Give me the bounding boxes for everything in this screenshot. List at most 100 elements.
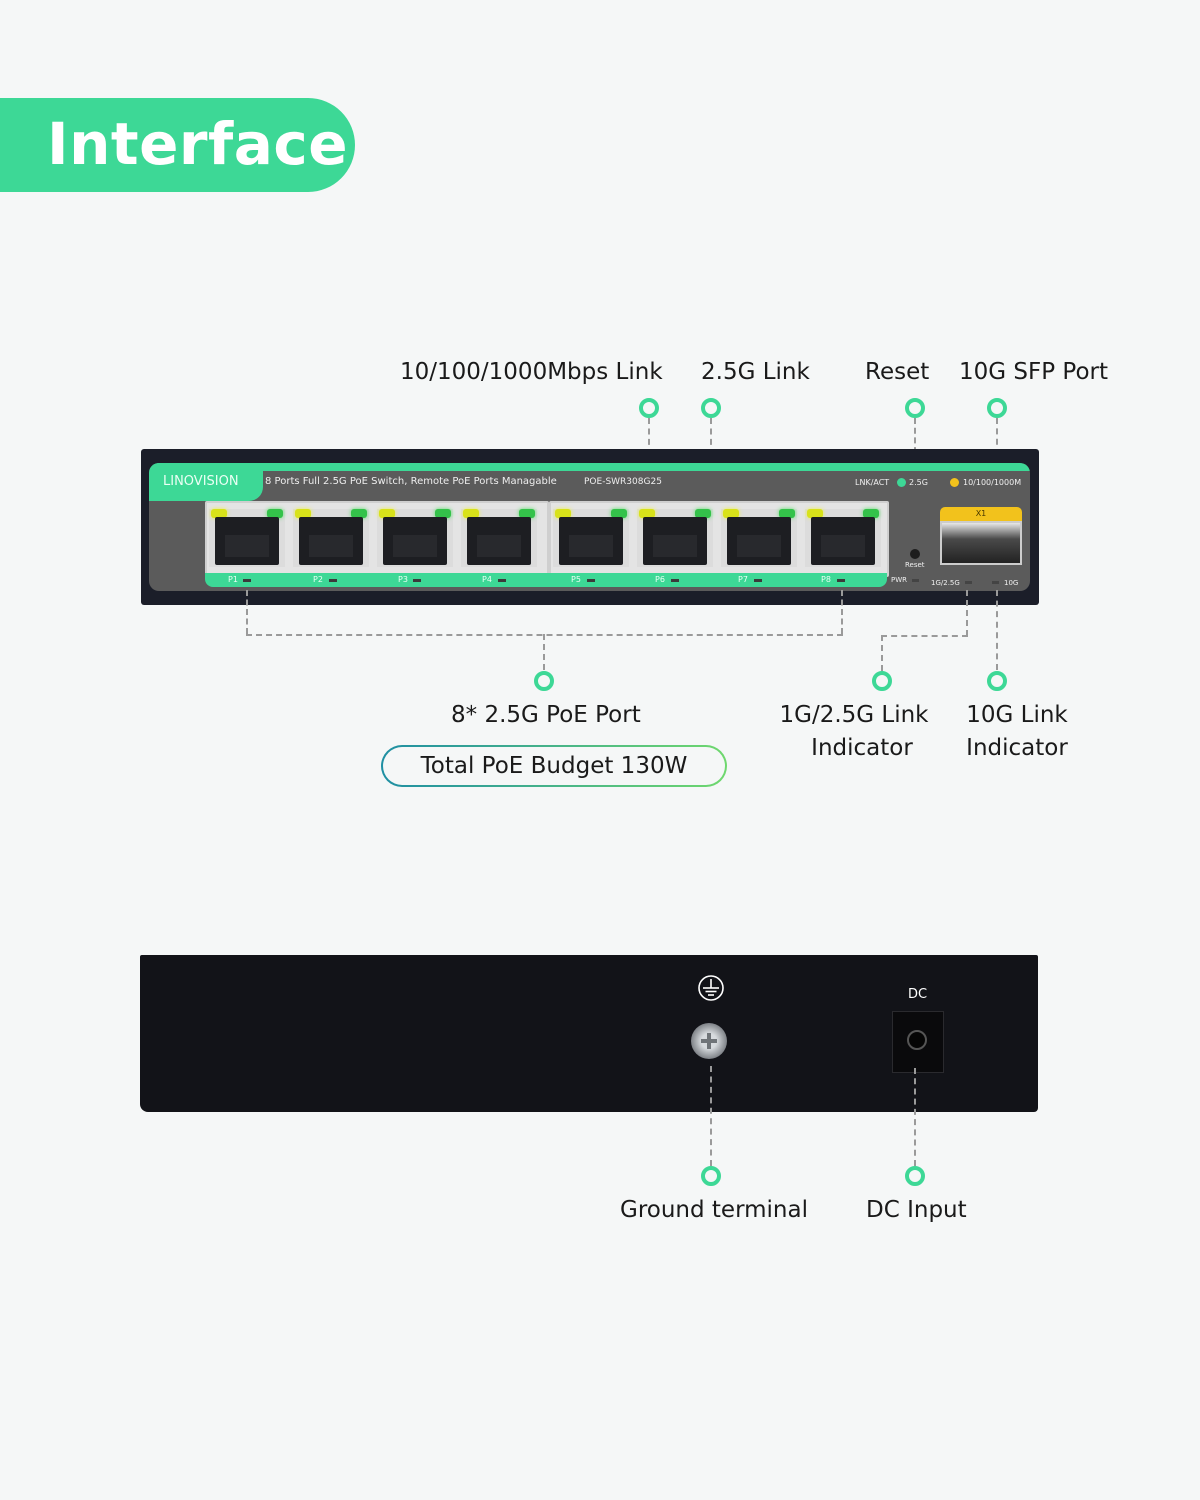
pwr-label: PWR — [891, 576, 908, 584]
jack-contacts — [309, 535, 353, 557]
ground-symbol-icon — [698, 975, 724, 1001]
led-yellow-icon — [295, 509, 311, 518]
jack-contacts — [653, 535, 697, 557]
jack-contacts — [225, 535, 269, 557]
poe-budget-text: Total PoE Budget 130W — [383, 747, 725, 785]
poe-led-icon — [413, 579, 421, 582]
port-label: P7 — [738, 575, 748, 584]
reset-button[interactable] — [910, 549, 920, 559]
legend-green-dot-icon — [897, 478, 906, 487]
led-yellow-icon — [807, 509, 823, 518]
port-label: P5 — [571, 575, 581, 584]
rj45-jack — [727, 517, 791, 565]
callout-dot — [701, 398, 721, 418]
sfp-port-x1[interactable] — [940, 521, 1022, 565]
callout-line — [914, 1068, 916, 1166]
port-group-2 — [549, 501, 889, 577]
rj45-port-p4[interactable] — [461, 509, 537, 567]
page-title: Interface — [47, 110, 349, 178]
callout-line — [881, 635, 883, 671]
callout-dot — [987, 671, 1007, 691]
led-green-icon — [611, 509, 627, 518]
pwr-led-icon — [912, 579, 919, 582]
callout-ground-terminal: Ground terminal — [620, 1197, 808, 1223]
callout-sfp-port: 10G SFP Port — [959, 359, 1109, 385]
sfp-led-1g-label: 1G/2.5G — [931, 579, 960, 587]
callout-10g-link-line1: 10G Link — [966, 702, 1068, 728]
callout-1g-link-line1: 1G/2.5G Link — [779, 702, 929, 728]
sfp-led-10g-icon — [992, 581, 999, 584]
callout-dc-input: DC Input — [866, 1197, 967, 1223]
led-yellow-icon — [723, 509, 739, 518]
led-green-icon — [267, 509, 283, 518]
rj45-jack — [299, 517, 363, 565]
sfp-label-cap: X1 — [940, 507, 1022, 521]
port-label: P2 — [313, 575, 323, 584]
rj45-port-p7[interactable] — [721, 509, 797, 567]
port-label: P8 — [821, 575, 831, 584]
sfp-led-1g-icon — [965, 581, 972, 584]
switch-rear-view: DC — [140, 955, 1038, 1112]
poe-led-icon — [498, 579, 506, 582]
ground-screw[interactable] — [691, 1023, 727, 1059]
callout-line — [966, 590, 968, 636]
jack-contacts — [477, 535, 521, 557]
rj45-jack — [467, 517, 531, 565]
rj45-jack — [559, 517, 623, 565]
callout-10g-link-line2: Indicator — [966, 735, 1068, 761]
callout-1g-link-line2: Indicator — [811, 735, 913, 761]
header-banner — [0, 98, 355, 192]
jack-contacts — [821, 535, 865, 557]
led-green-icon — [695, 509, 711, 518]
reset-label: Reset — [905, 561, 925, 569]
led-green-icon — [351, 509, 367, 518]
port-label: P1 — [228, 575, 238, 584]
brand-logo: LINOVISION — [149, 463, 263, 501]
switch-front-view: LINOVISION 8 Ports Full 2.5G PoE Switch,… — [141, 449, 1039, 605]
callout-dot — [534, 671, 554, 691]
callout-poe-ports: 8* 2.5G PoE Port — [451, 702, 641, 728]
screw-cross-icon — [701, 1033, 717, 1049]
callout-gigabit-link: 10/100/1000Mbps Link — [400, 359, 663, 385]
callout-reset: Reset — [865, 359, 930, 385]
callout-line — [996, 590, 998, 670]
poe-led-icon — [329, 579, 337, 582]
callout-dot — [905, 398, 925, 418]
rj45-port-p1[interactable] — [209, 509, 285, 567]
led-yellow-icon — [379, 509, 395, 518]
port-group-1 — [205, 501, 549, 577]
rj45-jack — [811, 517, 875, 565]
port-label: P3 — [398, 575, 408, 584]
callout-line — [543, 634, 545, 670]
led-green-icon — [779, 509, 795, 518]
model-number: POE-SWR308G25 — [584, 477, 662, 487]
jack-contacts — [569, 535, 613, 557]
callout-line — [881, 635, 968, 637]
led-yellow-icon — [555, 509, 571, 518]
poe-led-icon — [243, 579, 251, 582]
callout-line — [841, 590, 843, 634]
legend-10-100-1000: 10/100/1000M — [963, 478, 1022, 487]
dc-label: DC — [908, 987, 928, 1002]
product-description: 8 Ports Full 2.5G PoE Switch, Remote PoE… — [265, 476, 557, 487]
front-panel: LINOVISION 8 Ports Full 2.5G PoE Switch,… — [149, 463, 1030, 591]
rj45-port-p8[interactable] — [805, 509, 881, 567]
rj45-port-p3[interactable] — [377, 509, 453, 567]
rj45-jack — [643, 517, 707, 565]
jack-contacts — [393, 535, 437, 557]
panel-accent-bar — [149, 463, 1030, 471]
callout-dot — [905, 1166, 925, 1186]
poe-led-icon — [671, 579, 679, 582]
callout-line — [710, 1066, 712, 1166]
dc-input-jack[interactable] — [892, 1011, 944, 1073]
legend-lnk-act: LNK/ACT — [855, 478, 890, 487]
poe-budget-badge: Total PoE Budget 130W — [381, 745, 727, 787]
rj45-port-p6[interactable] — [637, 509, 713, 567]
callout-dot — [639, 398, 659, 418]
rj45-port-p5[interactable] — [553, 509, 629, 567]
port-label-strip: P1 P2 P3 P4 P5 P6 P7 P8 — [205, 573, 887, 587]
rj45-port-p2[interactable] — [293, 509, 369, 567]
jack-contacts — [737, 535, 781, 557]
poe-led-icon — [587, 579, 595, 582]
legend-2-5g: 2.5G — [909, 478, 928, 487]
